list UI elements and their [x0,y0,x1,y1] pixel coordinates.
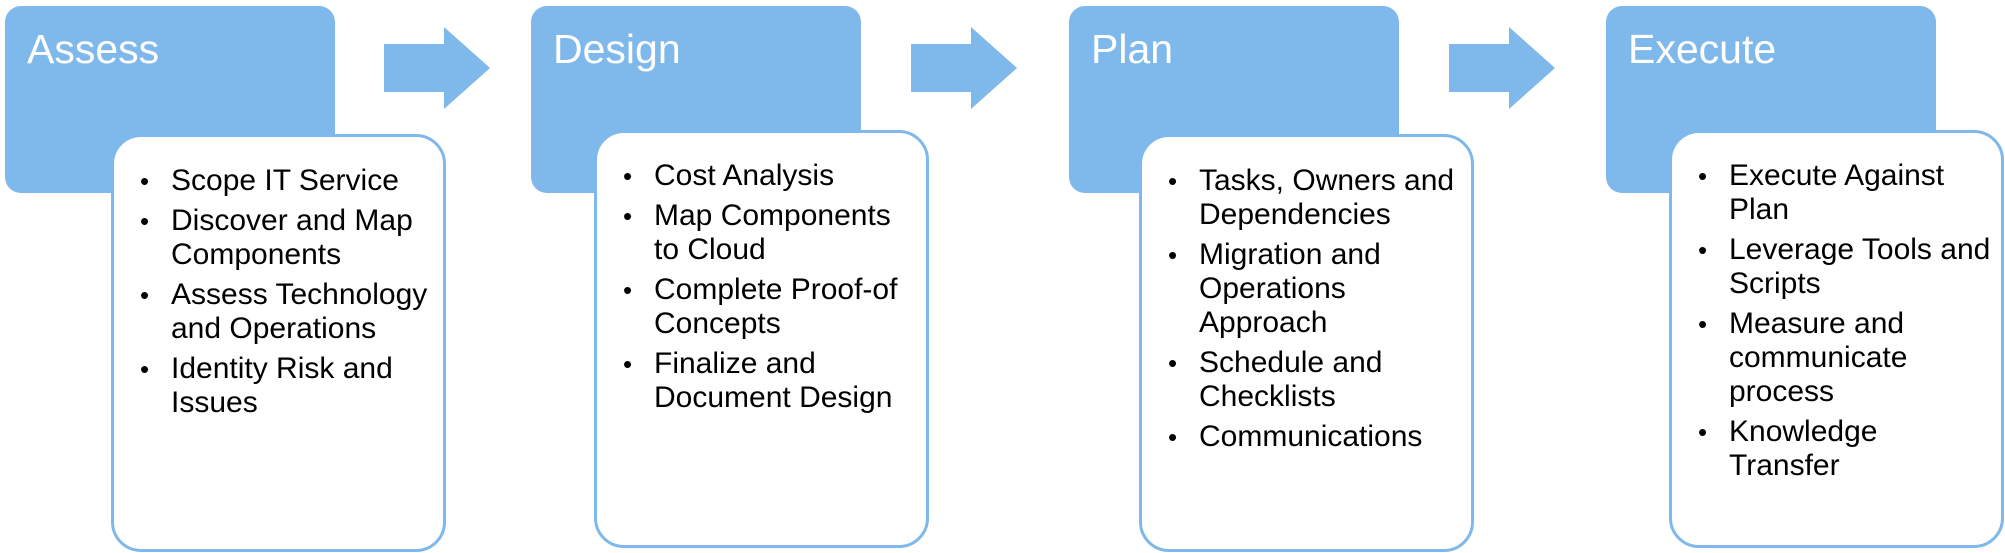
stage-card: • Execute Against Plan • Leverage Tools … [1669,130,2004,548]
bullet-icon: • [1698,417,1708,447]
list-item: • Execute Against Plan [1698,159,1991,227]
stage-title: Assess [27,26,160,72]
list-item-label: Finalize and Document Design [654,347,893,414]
bullet-icon: • [1168,240,1178,270]
stage-card: • Cost Analysis • Map Components to Clou… [594,130,929,548]
list-item: • Scope IT Service [140,164,433,198]
list-item: • Schedule and Checklists [1168,346,1461,414]
list-item-label: Tasks, Owners and Dependencies [1199,164,1455,231]
bullet-icon: • [1698,309,1708,339]
list-item-label: Complete Proof-of Concepts [654,273,898,340]
list-item: • Leverage Tools and Scripts [1698,233,1991,301]
list-item: • Discover and Map Components [140,204,433,272]
list-item-label: Measure and communicate process [1729,307,1908,408]
list-item: • Complete Proof-of Concepts [623,273,916,341]
stage-assess: Assess • Scope IT Service • Discover and… [0,0,470,553]
bullet-icon: • [1168,348,1178,378]
list-item-label: Assess Technology and Operations [171,278,428,345]
list-item: • Cost Analysis [623,159,916,193]
bullet-icon: • [140,206,150,236]
arrow-right-icon [911,27,1017,109]
list-item-label: Map Components to Cloud [654,199,891,266]
bullet-icon: • [1698,235,1708,265]
bullet-icon: • [140,280,150,310]
list-item-label: Cost Analysis [654,159,835,192]
bullet-icon: • [1168,166,1178,196]
bullet-icon: • [1168,422,1178,452]
bullet-icon: • [623,201,633,231]
list-item: • Tasks, Owners and Dependencies [1168,164,1461,232]
list-item: • Finalize and Document Design [623,347,916,415]
list-item-label: Execute Against Plan [1729,159,1945,226]
stage-card: • Tasks, Owners and Dependencies • Migra… [1139,134,1474,552]
stage-execute: Execute • Execute Against Plan • Leverag… [1601,0,2005,553]
stage-card: • Scope IT Service • Discover and Map Co… [111,134,446,552]
list-item-label: Scope IT Service [171,164,399,197]
arrow-right-icon [1449,27,1555,109]
list-item: • Map Components to Cloud [623,199,916,267]
stage-item-list: • Tasks, Owners and Dependencies • Migra… [1168,164,1461,460]
stage-title: Execute [1628,26,1777,72]
list-item: • Migration and Operations Approach [1168,238,1461,340]
list-item-label: Leverage Tools and Scripts [1729,233,1991,300]
stage-plan: Plan • Tasks, Owners and Dependencies • … [1064,0,1534,553]
stage-title: Plan [1091,26,1174,72]
bullet-icon: • [623,349,633,379]
bullet-icon: • [623,161,633,191]
stage-item-list: • Cost Analysis • Map Components to Clou… [623,159,916,421]
list-item-label: Communications [1199,420,1423,453]
bullet-icon: • [140,166,150,196]
list-item: • Measure and communicate process [1698,307,1991,409]
stage-item-list: • Execute Against Plan • Leverage Tools … [1698,159,1991,489]
list-item-label: Migration and Operations Approach [1199,238,1381,339]
bullet-icon: • [1698,161,1708,191]
list-item-label: Identity Risk and Issues [171,352,393,419]
list-item-label: Schedule and Checklists [1199,346,1383,413]
list-item: • Knowledge Transfer [1698,415,1991,483]
list-item: • Identity Risk and Issues [140,352,433,420]
list-item-label: Knowledge Transfer [1729,415,1878,482]
list-item-label: Discover and Map Components [171,204,413,271]
list-item: • Communications [1168,420,1461,454]
arrow-right-icon [384,27,490,109]
stage-design: Design • Cost Analysis • Map Components … [526,0,996,553]
stage-item-list: • Scope IT Service • Discover and Map Co… [140,164,433,426]
bullet-icon: • [140,354,150,384]
bullet-icon: • [623,275,633,305]
list-item: • Assess Technology and Operations [140,278,433,346]
stage-title: Design [553,26,681,72]
